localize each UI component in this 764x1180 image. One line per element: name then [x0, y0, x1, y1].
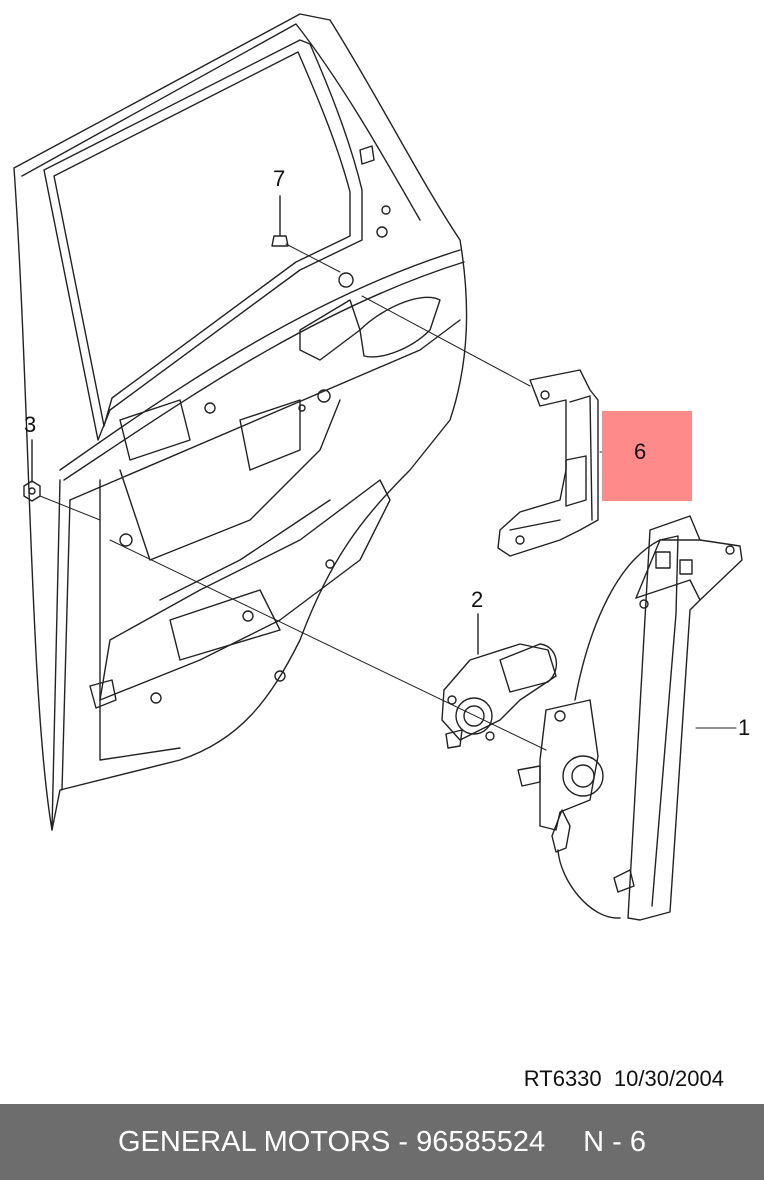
motor-part-2: [441, 613, 558, 749]
drawing-date: 10/30/2004: [613, 1066, 724, 1091]
footer-section: N - 6: [583, 1125, 646, 1158]
exploded-door-diagram: 1 2 3 6 7: [13, 13, 750, 921]
bolt-part-7: [271, 195, 341, 273]
callout-7: 7: [273, 166, 285, 191]
callout-6: 6: [634, 439, 646, 464]
nut-part-3: [23, 439, 101, 521]
door-panel: [13, 13, 468, 831]
callout-2: 2: [471, 587, 483, 612]
footer-bar: GENERAL MOTORS - 96585524 N - 6: [0, 1104, 764, 1180]
drawing-code: RT6330: [523, 1066, 602, 1091]
regulator-part-1: [517, 515, 743, 921]
callout-3: 3: [24, 412, 36, 437]
footer-brand-part: GENERAL MOTORS - 96585524: [118, 1125, 546, 1158]
bracket-part-6: [361, 295, 599, 557]
drawing-reference: RT6330 10/30/2004: [524, 1066, 724, 1092]
highlight-box: [602, 411, 692, 501]
callout-1: 1: [738, 715, 750, 740]
